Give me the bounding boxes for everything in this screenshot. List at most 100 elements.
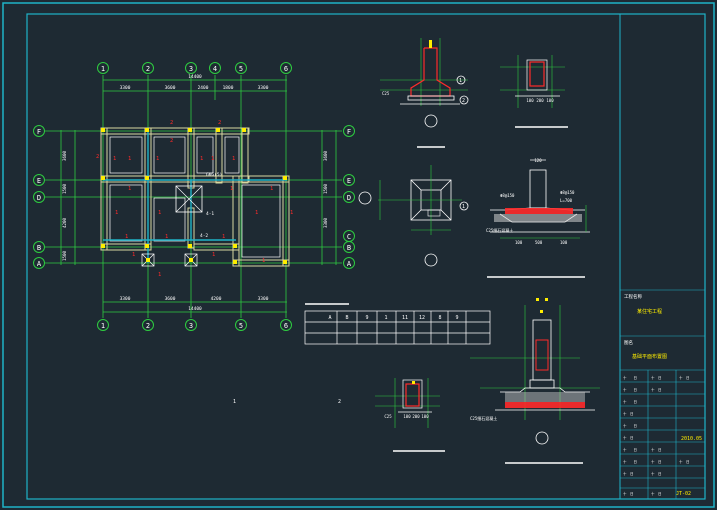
svg-text:1: 1 xyxy=(115,210,118,216)
detail-wall-section: C25细石混凝土 xyxy=(470,298,600,464)
table-header-7: 8 xyxy=(438,315,441,321)
svg-text:Φ8@150: Φ8@150 xyxy=(500,193,515,198)
inner-frame xyxy=(26,13,706,500)
detail-column-plan: 1 xyxy=(358,165,469,267)
svg-text:100: 100 xyxy=(546,98,554,103)
axis-label-top-3: 3 xyxy=(189,65,193,73)
drawing-name: 基础平面布置图 xyxy=(632,353,667,360)
dim-top-total: 14400 xyxy=(188,74,202,80)
svg-text:C25细石混凝土: C25细石混凝土 xyxy=(470,415,497,421)
detail-footing-1: 1 2 C25 xyxy=(380,38,469,148)
svg-text:1: 1 xyxy=(222,234,225,240)
table-header-4: 1 xyxy=(384,315,387,321)
svg-text:十 日: 十 日 xyxy=(623,471,634,476)
svg-text:2: 2 xyxy=(170,138,173,144)
svg-text:1500: 1500 xyxy=(323,183,328,194)
svg-text:1: 1 xyxy=(290,210,293,216)
svg-text:1: 1 xyxy=(232,156,235,162)
svg-text:十 日: 十 日 xyxy=(679,459,690,464)
axis-label-right-E: E xyxy=(347,177,351,185)
svg-text:十 日: 十 日 xyxy=(623,411,634,416)
svg-text:3600: 3600 xyxy=(323,150,328,161)
axis-label-right-D: D xyxy=(347,194,351,202)
svg-text:2: 2 xyxy=(170,120,173,126)
svg-text:100: 100 xyxy=(526,98,534,103)
svg-text:200: 200 xyxy=(412,414,420,419)
svg-text:100: 100 xyxy=(515,240,523,245)
axis-label-bottom-6: 6 xyxy=(284,322,288,330)
dim-bottom-3: 4200 xyxy=(211,296,222,302)
svg-text:十 日: 十 日 xyxy=(623,459,637,464)
axis-label-bottom-3: 3 xyxy=(189,322,193,330)
svg-text:1: 1 xyxy=(255,210,258,216)
svg-text:C25细石混凝土: C25细石混凝土 xyxy=(486,227,513,233)
dim-top-1: 3300 xyxy=(120,85,131,91)
svg-text:100: 100 xyxy=(421,414,429,419)
detail-beam-section-1: 100 200 100 xyxy=(500,55,568,128)
svg-text:1: 1 xyxy=(165,234,168,240)
svg-text:C25: C25 xyxy=(384,414,392,419)
table-header-A: A xyxy=(328,315,331,321)
svg-text:十 日: 十 日 xyxy=(651,459,662,464)
beam-lines xyxy=(103,131,287,263)
dim-bottom-total: 14400 xyxy=(188,306,202,312)
svg-text:十 日: 十 日 xyxy=(679,375,690,380)
title-block: 工程名称 图名 某住宅工程 基础平面布置图 2010.05 JT-02 十 日十… xyxy=(619,14,705,499)
svg-text:十 日: 十 日 xyxy=(623,375,637,380)
svg-text:C25: C25 xyxy=(382,91,390,96)
axis-label-bottom-2: 2 xyxy=(146,322,150,330)
svg-text:100: 100 xyxy=(560,240,568,245)
svg-text:十 日: 十 日 xyxy=(623,447,637,452)
axis-label-right-A: A xyxy=(347,260,352,268)
axis-label-top-2: 2 xyxy=(146,65,150,73)
project-name: 某住宅工程 xyxy=(637,308,662,315)
svg-text:Φ8@150: Φ8@150 xyxy=(560,190,575,195)
svg-text:十 日: 十 日 xyxy=(651,471,662,476)
svg-text:十 日: 十 日 xyxy=(623,491,634,496)
svg-text:3600: 3600 xyxy=(62,150,67,161)
svg-text:1500: 1500 xyxy=(62,183,67,194)
tag-a: 4-1 xyxy=(206,211,214,217)
tag-b: 4-2 xyxy=(200,233,208,239)
svg-text:十 日: 十 日 xyxy=(623,423,637,428)
stray-mark-b: 2 xyxy=(338,399,341,405)
column-dots xyxy=(101,128,287,264)
axis-label-left-D: D xyxy=(37,194,41,202)
svg-text:1: 1 xyxy=(462,204,465,210)
svg-text:L=700: L=700 xyxy=(560,198,573,203)
svg-text:120: 120 xyxy=(534,158,542,163)
table-header-5: 11 xyxy=(402,315,408,321)
svg-text:1: 1 xyxy=(156,156,159,162)
svg-text:十 日: 十 日 xyxy=(651,447,662,452)
table-header-B: B xyxy=(345,315,348,321)
svg-text:1: 1 xyxy=(262,258,265,264)
dim-top-3: 2400 xyxy=(198,85,209,91)
svg-text:1: 1 xyxy=(132,252,135,258)
svg-text:十 日: 十 日 xyxy=(623,387,637,392)
dim-bottom-1: 3300 xyxy=(120,296,131,302)
svg-text:1: 1 xyxy=(212,252,215,258)
svg-text:十 日: 十 日 xyxy=(651,375,662,380)
axis-label-top-6: 6 xyxy=(284,65,288,73)
dim-bottom-2: 3600 xyxy=(165,296,176,302)
axis-label-right-C: C xyxy=(347,233,351,241)
detail-footing-section: 120 Φ8@150 Φ8@150 L=700 C25细石混凝土 100 500… xyxy=(486,158,590,278)
axis-label-bottom-1: 1 xyxy=(101,322,105,330)
section-marks: 1 1 1 1 1 1 1 1 1 1 1 1 1 1 1 1 1 1 1 1 … xyxy=(96,120,293,278)
svg-text:1: 1 xyxy=(158,210,161,216)
stair-box xyxy=(175,185,203,213)
sheet-number: JT-02 xyxy=(676,491,691,497)
dim-top-2: 3600 xyxy=(165,85,176,91)
stray-mark-a: 1 xyxy=(233,399,236,405)
svg-text:2: 2 xyxy=(218,120,221,126)
svg-text:500: 500 xyxy=(535,240,543,245)
axis-label-top-1: 1 xyxy=(101,65,105,73)
axis-bubbles xyxy=(33,62,355,331)
detail-beam-section-2: 100 200 100 C25 xyxy=(375,378,445,452)
axis-label-top-5: 5 xyxy=(239,65,243,73)
axis-label-left-B: B xyxy=(37,244,41,252)
table-header-3: 9 xyxy=(365,315,368,321)
